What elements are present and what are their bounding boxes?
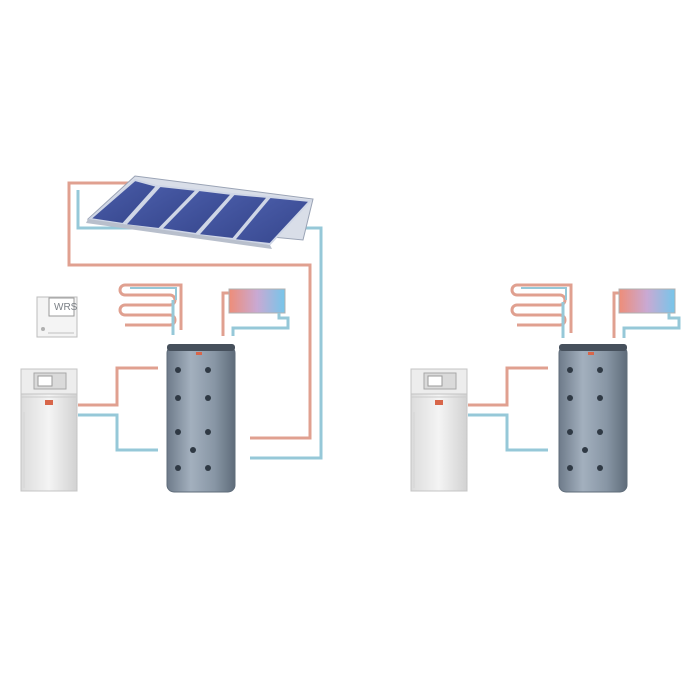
brand-logo-icon (45, 400, 53, 405)
storage-tank (166, 344, 236, 493)
solar-flow-pipe (67, 181, 312, 440)
solar-collector-array (86, 175, 314, 249)
brand-logo-icon (435, 400, 443, 405)
boiler-return-pipe (468, 413, 548, 452)
solar-panel (87, 178, 159, 226)
storage-tank (558, 344, 628, 493)
wrs-controller: WRS (36, 296, 78, 338)
solar-panel (232, 195, 313, 246)
gas-boiler (410, 368, 468, 492)
radiator (221, 288, 290, 336)
underfloor-heating-coil (118, 283, 183, 335)
solar-panel (158, 188, 235, 236)
boiler-flow-pipe (468, 366, 548, 407)
boiler-flow-pipe (78, 366, 158, 407)
boiler-return-pipe (78, 413, 158, 452)
brand-logo-icon (196, 352, 202, 355)
solar-return-pipe (76, 190, 323, 460)
gas-boiler (20, 368, 78, 492)
radiator (612, 288, 681, 338)
underfloor-heating-coil (510, 283, 573, 338)
controller-label: WRS (54, 302, 78, 313)
system-without-solar (410, 283, 681, 493)
solar-panel (195, 192, 270, 241)
brand-logo-icon (588, 352, 594, 355)
system-with-solar: WRS (20, 175, 323, 493)
